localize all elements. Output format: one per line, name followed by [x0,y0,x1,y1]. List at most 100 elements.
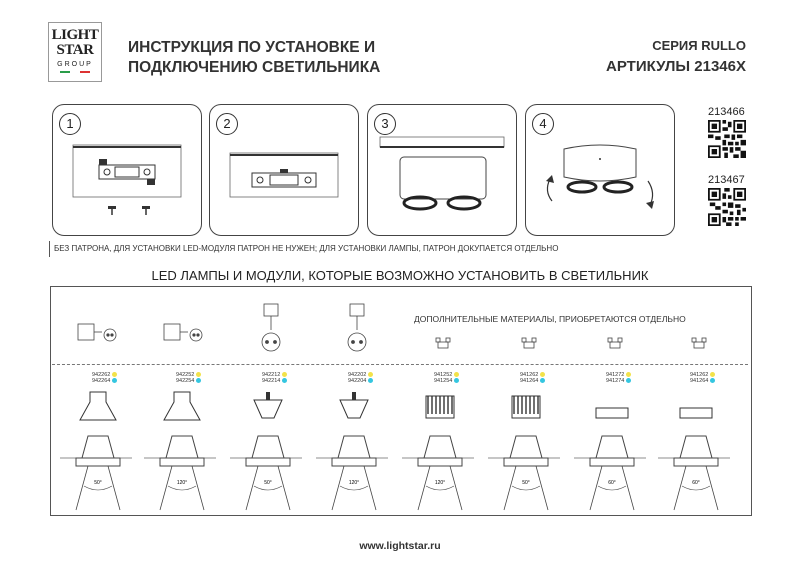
lamp-code-text: 942254 [176,378,195,384]
step-panel-2: 2 [209,104,359,236]
lamp-code-text: 942262 [92,372,111,378]
warm-light-dot [368,372,374,378]
cool-light-dot [454,378,460,384]
step4-illustration [546,144,654,209]
lamp-code-text: 942264 [92,378,111,384]
logo-flag-bar [60,71,90,73]
lamp-code-text: 941264 [690,378,709,384]
page-title: ИНСТРУКЦИЯ ПО УСТАНОВКЕ И ПОДКЛЮЧЕНИЮ СВ… [128,38,380,78]
additional-materials-label: ДОПОЛНИТЕЛЬНЫЕ МАТЕРИАЛЫ, ПРИОБРЕТАЮТСЯ … [414,314,686,324]
beam-angle-label: 50° [264,480,272,486]
lamp-illustration: 50° [60,391,132,511]
lamp-code: 942214 [262,378,288,384]
lamp-code-text: 941274 [606,378,625,384]
dashed-divider [52,364,748,365]
title-line2: ПОДКЛЮЧЕНИЮ СВЕТИЛЬНИКА [128,59,381,76]
website-link[interactable]: www.lightstar.ru [359,540,441,552]
logo-line2: STAR [56,42,94,58]
lamp-code: 942264 [92,378,118,384]
lamp-illustration: 50° [230,392,302,511]
lamp-illustration: 120° [402,395,474,511]
beam-angle-label: 120° [435,480,445,486]
step-number: 2 [216,113,238,135]
lamps-panel [50,286,752,516]
installation-note: БЕЗ ПАТРОНА, ДЛЯ УСТАНОВКИ LED-МОДУЛЯ ПА… [54,244,559,253]
lamp-illustration: 120° [144,391,216,511]
step-number: 3 [374,113,396,135]
cool-light-dot [710,378,716,384]
lamp-code: 942252 [176,372,202,378]
cool-light-dot [282,378,288,384]
note-divider [49,241,50,257]
cool-light-dot [626,378,632,384]
lamp-code: 942204 [348,378,374,384]
warm-light-dot [454,372,460,378]
lamp-code-text: 941264 [520,378,539,384]
lamp-code: 942254 [176,378,202,384]
lamp-code-text: 941272 [606,372,625,378]
brand-logo: LIGHT STAR GROUP [48,22,102,82]
step-number: 4 [532,113,554,135]
step-panel-1: 1 [52,104,202,236]
section-title: LED ЛАМПЫ И МОДУЛИ, КОТОРЫЕ ВОЗМОЖНО УСТ… [151,268,649,283]
articles-label: АРТИКУЛЫ 21346Х [606,58,746,75]
warm-light-dot [196,372,202,378]
lamp-code: 941254 [434,378,460,384]
cool-light-dot [540,378,546,384]
lamp-code-text: 941252 [434,372,453,378]
step-panel-3: 3 [367,104,517,236]
lamp-illustration: 120° [316,392,388,511]
lamp-code-text: 942212 [262,372,281,378]
cool-light-dot [196,378,202,384]
lamp-code: 942202 [348,372,374,378]
lamp-code: 942212 [262,372,288,378]
lamp-code: 941274 [606,378,632,384]
lamp-code: 941252 [434,372,460,378]
qr-code-icon[interactable] [708,120,746,158]
logo-line3: GROUP [57,61,93,68]
warm-light-dot [710,372,716,378]
lamp-code-text: 942202 [348,372,367,378]
beam-angle-label: 120° [177,480,187,486]
lamp-illustration: 50° [488,395,560,511]
lamp-code-text: 942204 [348,378,367,384]
title-line1: ИНСТРУКЦИЯ ПО УСТАНОВКЕ И [128,39,376,56]
cool-light-dot [112,378,118,384]
beam-angle-label: 50° [94,480,102,486]
qr-article-2: 213467 [708,174,745,186]
lamp-code: 941272 [606,372,632,378]
beam-angle-label: 50° [522,480,530,486]
mount-illustrations [77,303,707,352]
step2-illustration [229,152,339,198]
qr-code-icon[interactable] [708,188,746,226]
lamp-code: 941262 [690,372,716,378]
series-label: СЕРИЯ RULLO [652,38,746,53]
lamp-code-text: 941262 [690,372,709,378]
lamp-code: 941262 [520,372,546,378]
lamp-code-text: 941254 [434,378,453,384]
lamp-code-text: 942214 [262,378,281,384]
lamp-code: 941264 [520,378,546,384]
warm-light-dot [282,372,288,378]
warm-light-dot [540,372,546,378]
lamp-illustration: 60° [658,407,730,511]
step3-illustration [379,136,505,211]
lamp-illustration: 60° [574,407,646,511]
beam-angle-label: 120° [349,480,359,486]
warm-light-dot [626,372,632,378]
logo-line1: LIGHT [51,27,99,43]
lamp-code-text: 942252 [176,372,195,378]
cool-light-dot [368,378,374,384]
beam-angle-label: 60° [608,480,616,486]
beam-angle-label: 60° [692,480,700,486]
step1-illustration [72,144,182,215]
step-number: 1 [59,113,81,135]
